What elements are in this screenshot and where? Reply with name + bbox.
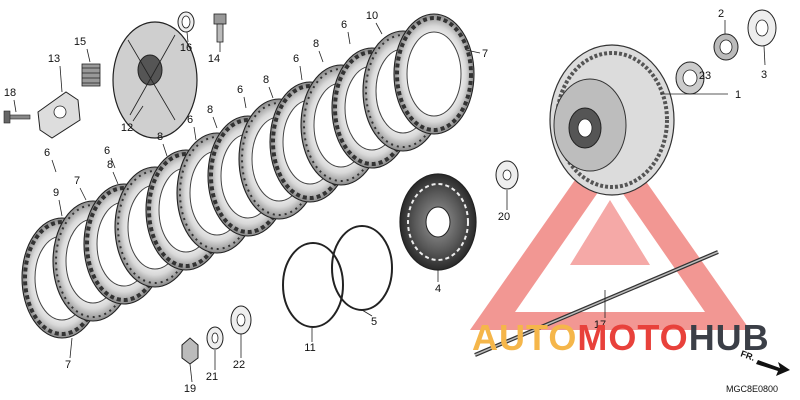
callout-14: 14	[208, 53, 220, 65]
callout-7: 7	[74, 175, 80, 187]
ring-16	[177, 11, 195, 33]
leader-line	[318, 50, 324, 63]
callout-13: 13	[48, 53, 60, 65]
clutch-center-hub	[399, 173, 477, 271]
callout-17: 17	[594, 319, 606, 331]
callout-20: 20	[498, 211, 510, 223]
callout-10: 10	[366, 10, 378, 22]
callout-16: 16	[180, 42, 192, 54]
thrust-washer-3	[747, 9, 777, 47]
callout-8: 8	[313, 38, 319, 50]
needle-bearing-23	[675, 61, 705, 95]
callout-6: 6	[237, 84, 243, 96]
leader-line	[299, 65, 303, 81]
callout-1: 1	[735, 89, 741, 101]
bolt-14	[213, 13, 227, 43]
lock-nut-19	[181, 337, 199, 365]
callout-8: 8	[263, 74, 269, 86]
lifter-plate-13	[37, 91, 81, 139]
leader-line	[347, 31, 351, 45]
svg-text:AUTOMOTOHUB: AUTOMOTOHUB	[472, 317, 770, 358]
callout-5: 5	[371, 316, 377, 328]
callout-7: 7	[65, 359, 71, 371]
callout-15: 15	[74, 36, 86, 48]
leader-line	[162, 143, 168, 157]
leader-line	[268, 86, 274, 99]
leader-line	[112, 171, 119, 185]
leader-line	[763, 45, 766, 66]
callout-6: 6	[187, 114, 193, 126]
callout-18: 18	[4, 87, 16, 99]
watermark-moto-text: MOTO	[577, 317, 688, 358]
callout-8: 8	[207, 104, 213, 116]
leader-line	[13, 99, 17, 113]
pressure-plate	[112, 21, 198, 139]
leader-line	[110, 157, 116, 169]
leader-line	[361, 309, 373, 317]
front-direction-indicator: FR.	[739, 348, 790, 376]
clutch-plate-stack	[21, 13, 475, 339]
front-arrow-icon	[756, 360, 790, 376]
callout-23: 23	[699, 70, 711, 82]
leader-line	[465, 49, 481, 54]
callout-6: 6	[44, 147, 50, 159]
leader-line	[243, 96, 247, 109]
leader-line	[79, 187, 87, 201]
callout-8: 8	[157, 131, 163, 143]
leader-line	[212, 116, 218, 129]
leader-line	[58, 199, 63, 217]
clutch-plate	[393, 13, 475, 135]
watermark-hub-text: HUB	[689, 317, 770, 358]
clutch-outer-basket	[549, 44, 675, 196]
leader-line	[375, 22, 383, 35]
callout-12: 12	[121, 122, 133, 134]
diagram-code: MGC8E0800	[726, 384, 778, 394]
leader-line	[59, 65, 63, 93]
callout-22: 22	[233, 359, 245, 371]
leader-line	[189, 363, 193, 383]
callout-21: 21	[206, 371, 218, 383]
leader-line	[186, 31, 189, 43]
leader-line	[132, 105, 144, 122]
watermark-auto-text: AUTO	[472, 317, 577, 358]
callout-6: 6	[341, 19, 347, 31]
callout-19: 19	[184, 383, 196, 395]
leader-line	[51, 159, 57, 173]
leader-line	[86, 48, 91, 63]
clutch-spring-15	[81, 63, 101, 87]
callout-2: 2	[718, 8, 724, 20]
leader-line	[69, 337, 73, 359]
front-direction-label: FR.	[739, 348, 756, 362]
callout-7: 7	[482, 48, 488, 60]
callout-11: 11	[304, 342, 315, 354]
callout-6: 6	[104, 145, 110, 157]
callout-8: 8	[107, 159, 113, 171]
callout-9: 9	[53, 187, 59, 199]
leader-line	[702, 75, 705, 79]
o-ring-11	[282, 242, 344, 328]
callout-3: 3	[761, 69, 767, 81]
collar-2	[713, 33, 739, 61]
bolt-18	[3, 110, 31, 124]
callout-4: 4	[435, 283, 441, 295]
leader-line	[193, 126, 197, 141]
leader-lines	[13, 20, 766, 383]
callout-6: 6	[293, 53, 299, 65]
